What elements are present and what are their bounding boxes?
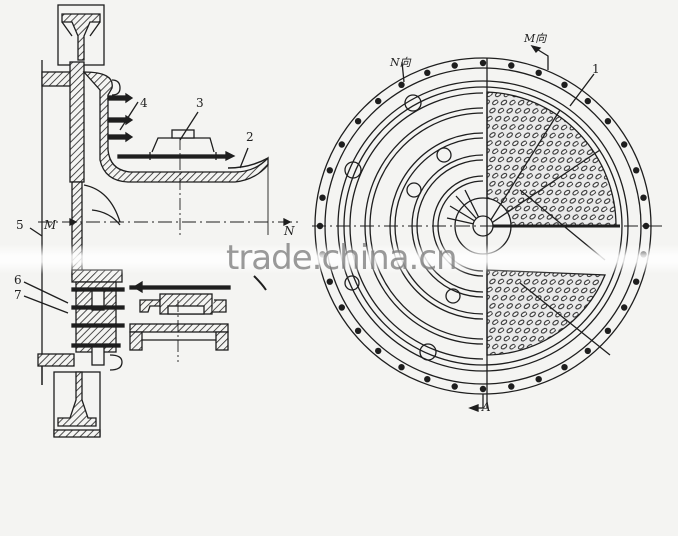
bolt-hole-icon: [354, 327, 362, 334]
axis-mark-n: N: [284, 224, 295, 238]
bolt-hole-icon: [633, 278, 640, 285]
bolt-hole-icon: [535, 376, 542, 383]
part-label-5: 5: [16, 218, 24, 232]
bolt-hole-icon: [375, 347, 382, 355]
axis-mark-m: M: [44, 218, 57, 232]
bolt-hole-icon: [642, 222, 650, 230]
bolt-hole-icon: [326, 278, 333, 285]
bolt-hole-icon: [561, 81, 568, 89]
section-a-label: A: [482, 400, 491, 414]
bolt-hole-icon: [621, 141, 628, 148]
bolt-hole-icon: [451, 62, 458, 69]
bolt-hole-icon: [398, 364, 405, 371]
part-label-2: 2: [246, 130, 254, 144]
bolt-hole-icon: [326, 167, 333, 174]
bolt-hole-icon: [604, 118, 612, 125]
bolt-hole-icon: [535, 69, 542, 77]
part-label-6: 6: [14, 273, 22, 287]
bolt-hole-icon: [604, 327, 612, 334]
bolt-hole-icon: [451, 383, 458, 390]
part-label-7: 7: [14, 288, 22, 302]
bolt-hole-icon: [338, 304, 345, 311]
bolt-hole-icon: [508, 62, 515, 69]
watermark-text: trade.china.cn: [226, 238, 458, 278]
bolt-hole-icon: [424, 69, 431, 77]
watermark: trade.china.cn: [0, 238, 678, 278]
watermark-band: [0, 244, 678, 274]
part-label-1: 1: [592, 62, 600, 76]
bolt-hole-icon: [319, 194, 326, 201]
m-view-label: M向: [524, 32, 547, 45]
bolt-hole-icon: [375, 97, 382, 105]
bolt-hole-icon: [633, 167, 640, 174]
bolt-hole-icon: [479, 385, 487, 393]
n-view-label: N向: [390, 56, 411, 69]
bolt-hole-icon: [479, 59, 487, 67]
face-view: [312, 44, 662, 412]
part-label-4: 4: [140, 96, 148, 110]
bolt-hole-icon: [316, 222, 324, 230]
bolt-hole-icon: [621, 304, 628, 311]
bolt-hole-icon: [561, 364, 568, 371]
bolt-hole-icon: [398, 81, 405, 89]
bolt-hole-icon: [424, 376, 431, 383]
bolt-hole-icon: [338, 141, 345, 148]
bolt-hole-icon: [584, 97, 591, 105]
bolt-hole-icon: [508, 383, 515, 390]
part-label-3: 3: [196, 96, 204, 110]
bolt-hole-icon: [584, 347, 591, 355]
bolt-hole-icon: [354, 118, 362, 125]
bolt-hole-icon: [640, 194, 647, 201]
section-view: [23, 4, 298, 438]
